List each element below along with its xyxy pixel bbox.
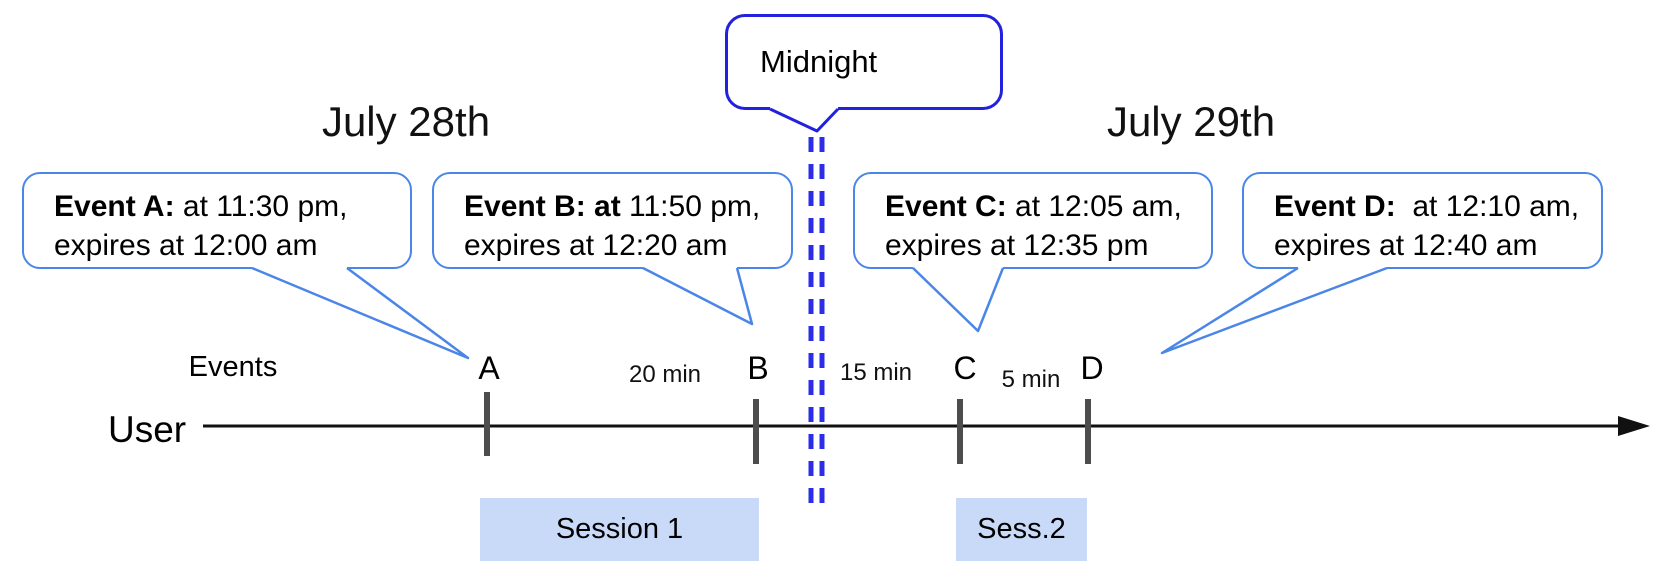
interval-label-20min: 20 min bbox=[628, 361, 702, 388]
event-d-text: Event D: at 12:10 am, expires at 12:40 a… bbox=[1244, 174, 1601, 265]
user-timeline-arrow bbox=[203, 416, 1650, 436]
midnight-label: Midnight bbox=[760, 44, 878, 79]
event-d-title: Event D: bbox=[1274, 190, 1396, 223]
event-c-line2: expires at 12:35 pm bbox=[885, 229, 1149, 262]
date-heading-july-28: July 28th bbox=[321, 98, 491, 145]
event-d-time: at 12:10 am, bbox=[1395, 190, 1580, 223]
event-c-line1: Event C: at 12:05 am, bbox=[885, 187, 1211, 226]
event-b-callout-tail bbox=[642, 261, 754, 326]
event-d-line2: expires at 12:40 am bbox=[1274, 229, 1538, 262]
event-a-line1: Event A: at 11:30 pm, bbox=[54, 187, 410, 226]
event-d-callout: Event D: at 12:10 am, expires at 12:40 a… bbox=[1242, 172, 1603, 269]
tick-label-b: B bbox=[747, 350, 769, 386]
midnight-callout: Midnight bbox=[725, 14, 1003, 110]
interval-label-15min: 15 min bbox=[839, 359, 913, 386]
tick-a bbox=[484, 392, 490, 456]
tick-label-d: D bbox=[1080, 350, 1104, 386]
user-row-label: User bbox=[108, 409, 187, 450]
events-row-label: Events bbox=[188, 351, 278, 383]
event-a-text: Event A: at 11:30 pm, expires at 12:00 a… bbox=[24, 174, 410, 265]
session-1-label: Session 1 bbox=[555, 513, 684, 545]
session-2-label: Sess.2 bbox=[977, 513, 1066, 545]
event-b-time: 11:50 pm, bbox=[620, 190, 761, 223]
event-c-time: at 12:05 am, bbox=[1006, 190, 1182, 223]
event-b-line1: Event B: at 11:50 pm, bbox=[464, 187, 791, 226]
event-b-callout: Event B: at 11:50 pm, expires at 12:20 a… bbox=[432, 172, 793, 269]
event-a-callout: Event A: at 11:30 pm, expires at 12:00 a… bbox=[22, 172, 412, 269]
event-a-callout-tail bbox=[251, 261, 470, 360]
event-a-title: Event A: bbox=[54, 190, 175, 223]
event-c-callout: Event C: at 12:05 am, expires at 12:35 p… bbox=[853, 172, 1213, 269]
tick-c bbox=[957, 399, 963, 464]
event-a-time: at 11:30 pm, bbox=[174, 190, 348, 223]
date-heading-july-29: July 29th bbox=[1106, 98, 1276, 145]
event-a-line2: expires at 12:00 am bbox=[54, 229, 318, 262]
event-b-text: Event B: at 11:50 pm, expires at 12:20 a… bbox=[434, 174, 791, 265]
tick-label-c: C bbox=[953, 350, 977, 386]
event-d-callout-tail bbox=[1160, 261, 1388, 355]
event-b-title: Event B: at bbox=[464, 190, 621, 223]
event-c-title: Event C: bbox=[885, 190, 1007, 223]
event-d-line1: Event D: at 12:10 am, bbox=[1274, 187, 1601, 226]
event-b-line2: expires at 12:20 am bbox=[464, 229, 728, 262]
tick-label-a: A bbox=[478, 350, 500, 386]
event-c-text: Event C: at 12:05 am, expires at 12:35 p… bbox=[855, 174, 1211, 265]
tick-d bbox=[1085, 399, 1091, 464]
midnight-dashed-line bbox=[808, 137, 825, 512]
tick-b bbox=[753, 399, 759, 464]
interval-label-5min: 5 min bbox=[1001, 366, 1061, 393]
session-1-box: Session 1 bbox=[480, 498, 759, 561]
session-2-box: Sess.2 bbox=[956, 498, 1087, 561]
event-c-callout-tail bbox=[912, 261, 1005, 333]
